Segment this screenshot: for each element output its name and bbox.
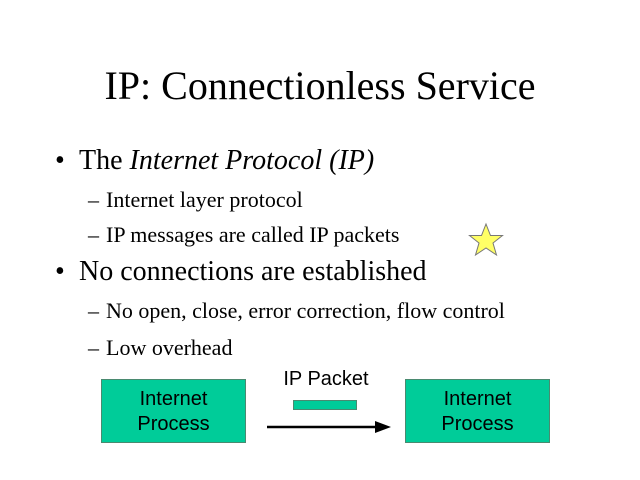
- dash: –: [88, 298, 99, 323]
- dash: –: [88, 187, 99, 212]
- star-icon: [468, 222, 504, 257]
- bullet-dot: •: [55, 256, 65, 287]
- packet-shape: [293, 400, 357, 410]
- arrow-right-icon: [267, 421, 391, 433]
- bullet-italic: Internet Protocol (IP): [129, 145, 375, 176]
- box-line: Process: [441, 413, 514, 435]
- sub-text: No open, close, error correction, flow c…: [106, 298, 505, 323]
- bullet-1: • The Internet Protocol (IP): [55, 145, 374, 177]
- slide-title: IP: Connectionless Service: [104, 63, 536, 108]
- box-line: Internet: [139, 388, 208, 410]
- bullet-dot: •: [55, 145, 65, 176]
- dash: –: [88, 335, 99, 360]
- sub-bullet: –Low overhead: [88, 335, 232, 361]
- sub-bullet: –Internet layer protocol: [88, 187, 303, 213]
- packet-label: IP Packet: [283, 368, 369, 390]
- sub-text: IP messages are called IP packets: [106, 222, 400, 247]
- bullet-text: No connections are established: [79, 256, 427, 287]
- dash: –: [88, 222, 99, 247]
- bullet-2: • No connections are established: [55, 256, 427, 288]
- sub-text: Internet layer protocol: [106, 187, 303, 212]
- bullet-text: The: [79, 145, 130, 176]
- box-line: Process: [137, 413, 210, 435]
- sub-text: Low overhead: [106, 335, 233, 360]
- box-line: Internet: [443, 388, 512, 410]
- sub-bullet: –IP messages are called IP packets: [88, 222, 399, 248]
- sub-bullet: –No open, close, error correction, flow …: [88, 298, 505, 324]
